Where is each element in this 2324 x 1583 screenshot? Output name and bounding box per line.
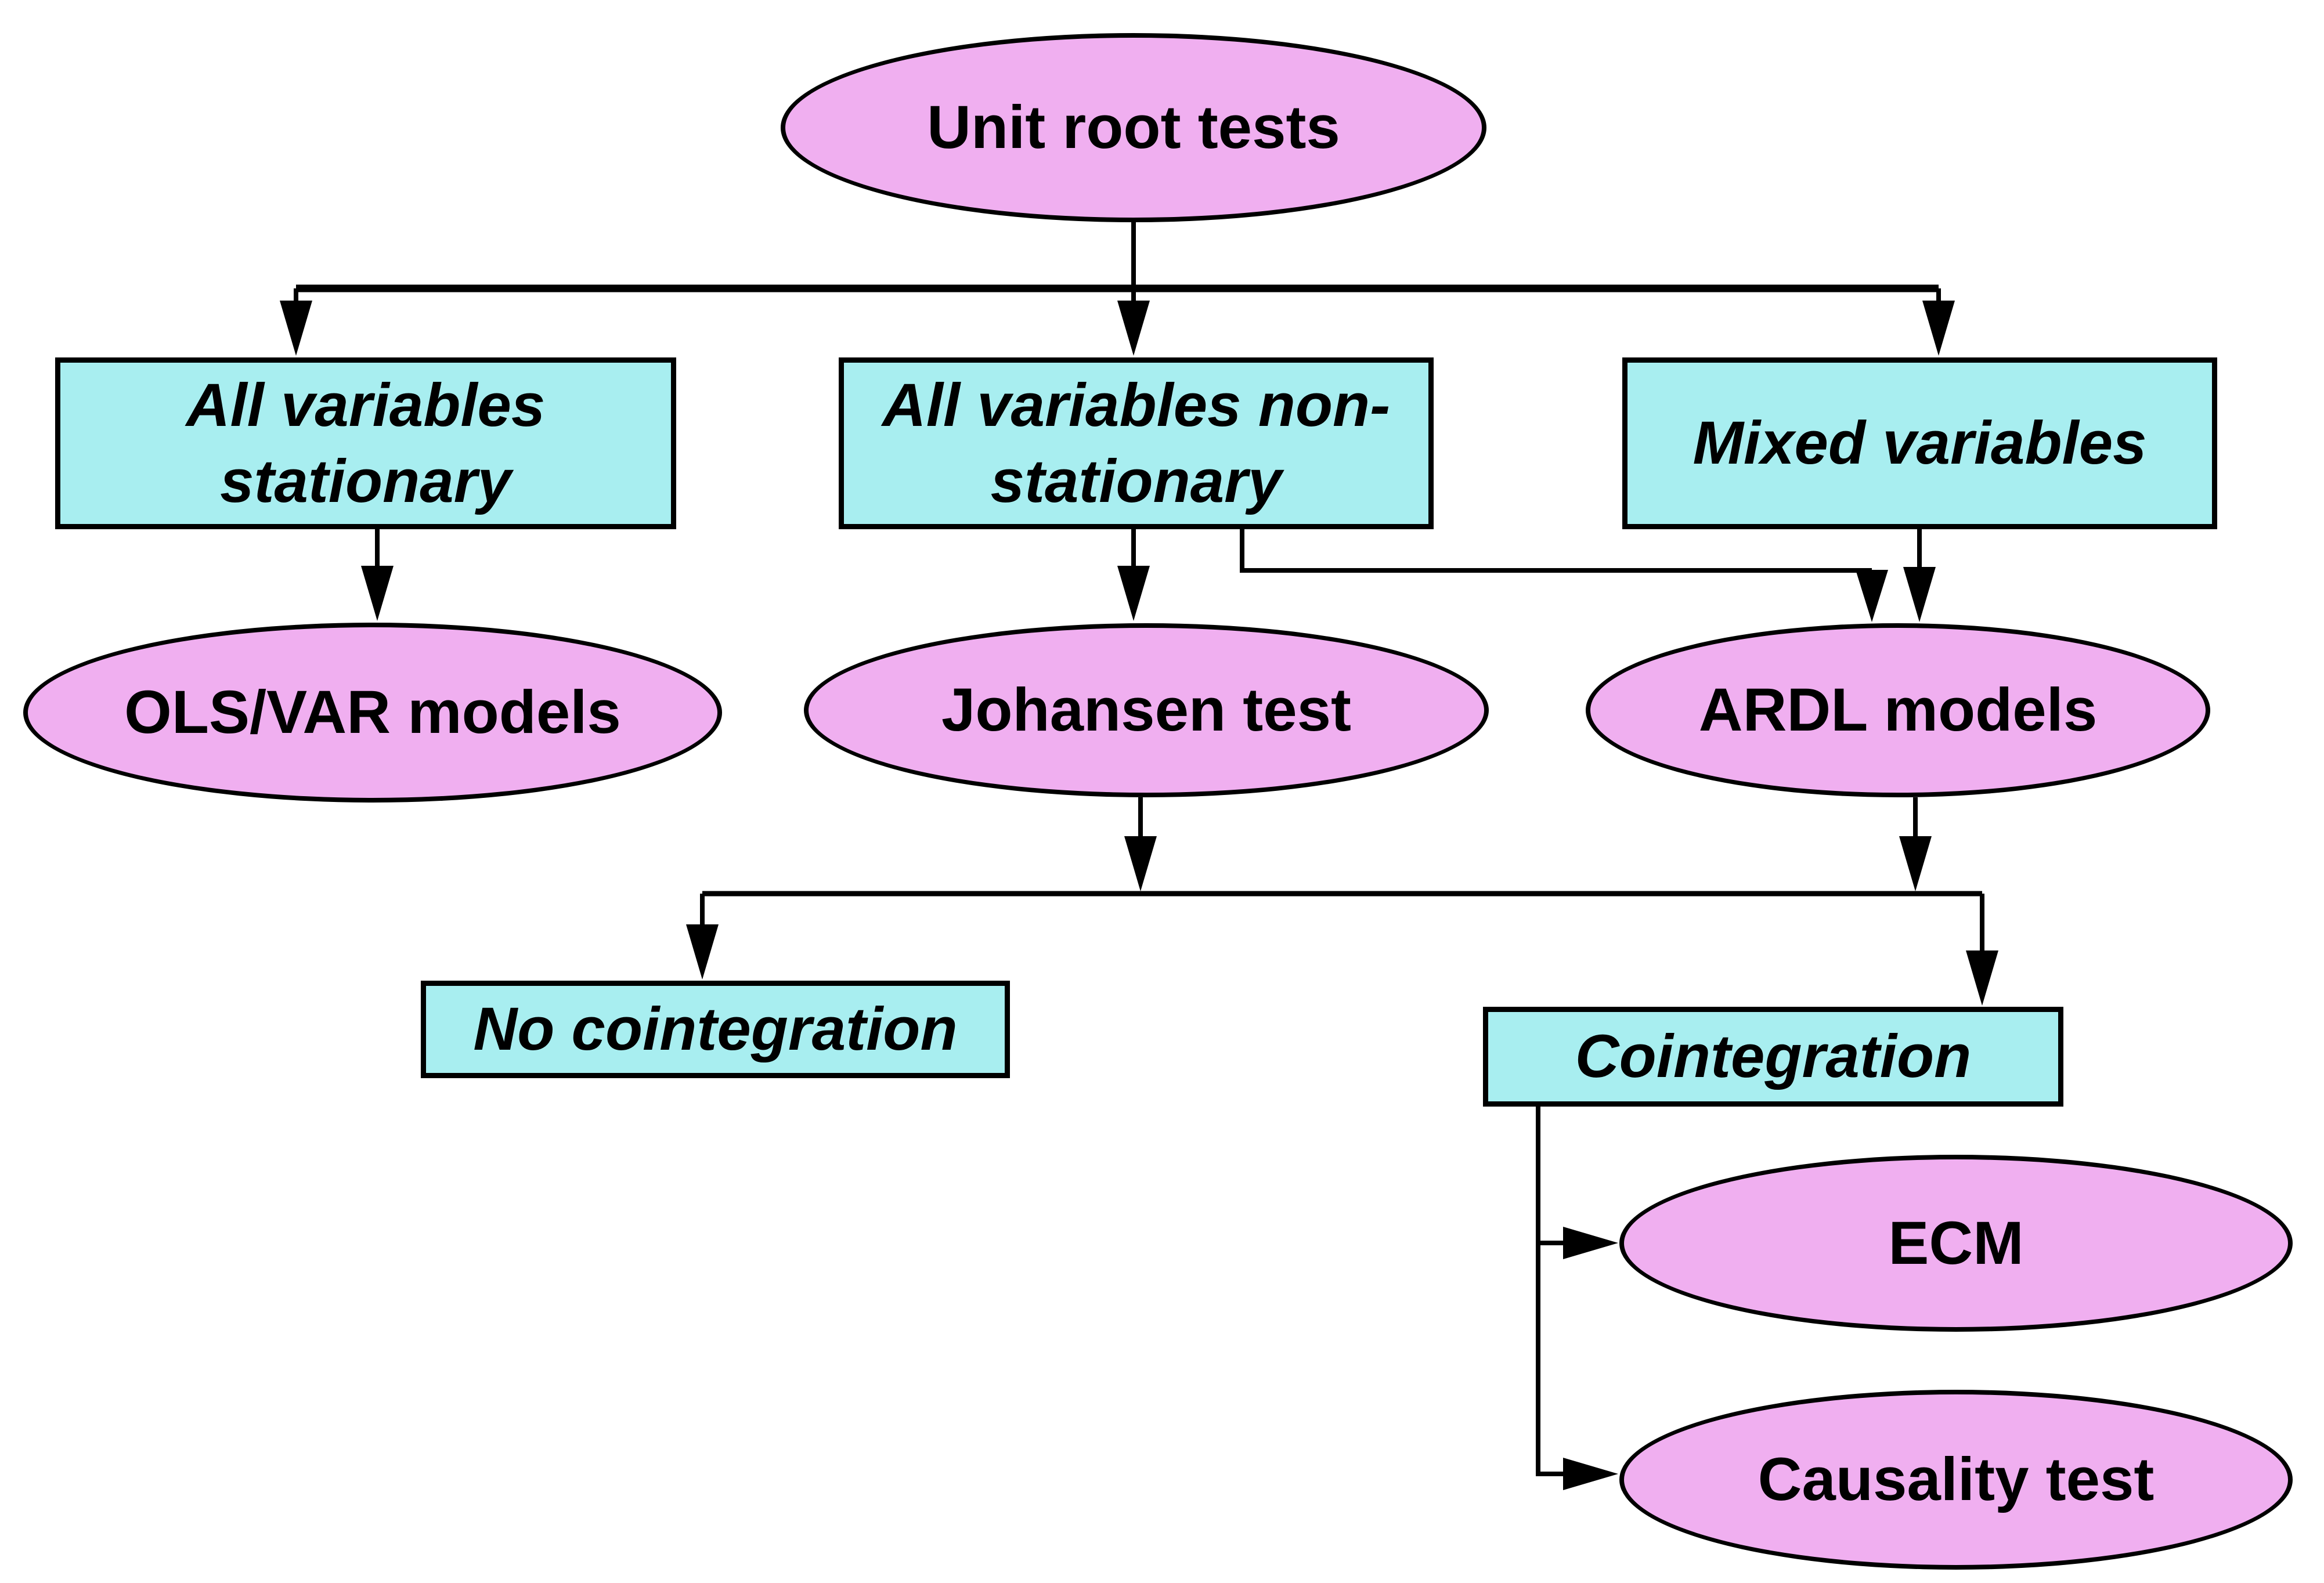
node-unit-root-tests: Unit root tests (781, 33, 1486, 222)
node-label-line1: Cointegration (1575, 1022, 1972, 1091)
arrow-stationary-to-ols-var (361, 528, 394, 621)
node-all-variables-stationary: All variables stationary (55, 357, 676, 529)
node-label: ECM (1888, 1209, 2024, 1277)
node-all-variables-non-stationary: All variables non- stationary (839, 357, 1434, 529)
arrow-nonstationary-to-ardl (1240, 528, 1888, 622)
arrow-nonstationary-to-johansen (1117, 528, 1150, 621)
arrow-branch-to-all-stationary (280, 288, 312, 356)
node-label: Unit root tests (927, 93, 1340, 161)
arrow-junction-to-cointegration (1966, 894, 1998, 1006)
node-label: OLS/VAR models (124, 678, 621, 746)
node-mixed-variables: Mixed variables (1622, 357, 2217, 529)
arrow-johansen-to-junction (1124, 797, 1157, 891)
node-ols-var-models: OLS/VAR models (23, 623, 722, 803)
node-label: Causality test (1758, 1445, 2155, 1513)
node-label-line1: No cointegration (473, 995, 958, 1064)
node-label-line1: All variables non- (882, 371, 1391, 439)
node-label-line2: stationary (220, 447, 511, 515)
arrow-junction-to-no-cointegration (686, 894, 719, 980)
node-label: Johansen test (941, 676, 1352, 744)
node-johansen-test: Johansen test (804, 623, 1489, 797)
node-cointegration: Cointegration (1483, 1007, 2063, 1107)
node-ecm: ECM (1619, 1155, 2293, 1332)
node-causality-test: Causality test (1619, 1390, 2293, 1570)
arrow-cointegration-to-ecm (1536, 1107, 1618, 1259)
node-no-cointegration: No cointegration (421, 981, 1010, 1078)
arrow-mixed-to-ardl (1903, 528, 1936, 622)
arrow-unit-root-to-branch (296, 222, 1939, 292)
node-label: ARDL models (1698, 676, 2098, 744)
arrow-branch-to-mixed-variables (1922, 288, 1955, 356)
arrow-branch-to-all-nonstationary (1117, 288, 1150, 356)
arrow-cointegration-to-causality (1536, 1243, 1618, 1490)
arrow-ardl-to-junction (1899, 797, 1932, 891)
node-ardl-models: ARDL models (1586, 623, 2210, 797)
node-label-line1: All variables (186, 371, 546, 439)
node-label-line1: Mixed variables (1693, 409, 2147, 478)
node-label-line2: stationary (990, 447, 1282, 515)
